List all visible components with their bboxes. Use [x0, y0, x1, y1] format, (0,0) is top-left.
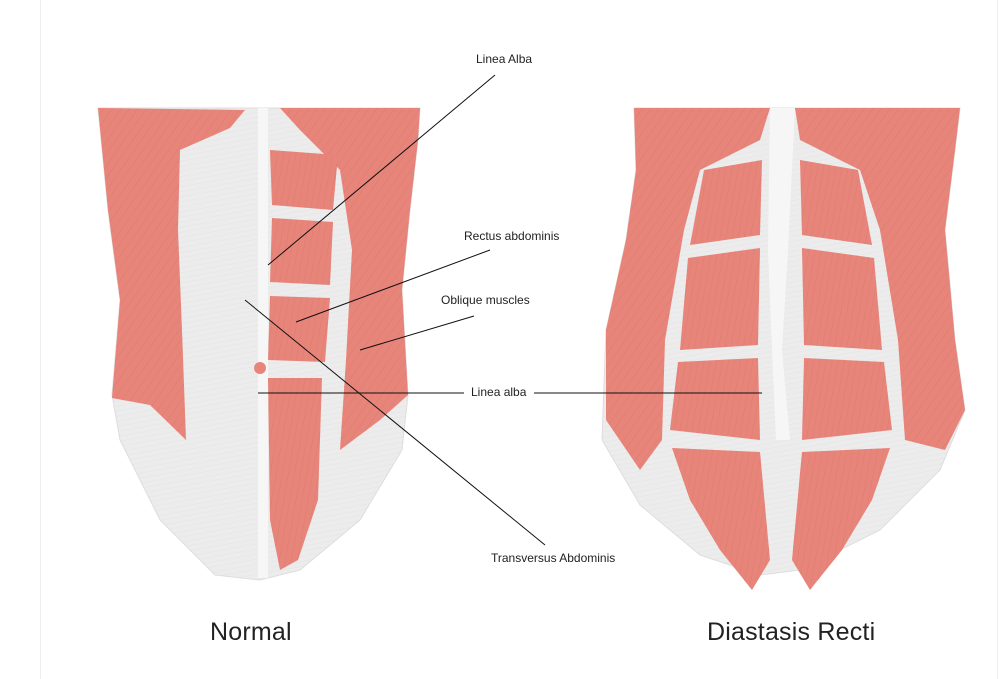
label-linea-alba-mid: Linea alba — [471, 385, 527, 399]
label-linea-alba-top: Linea Alba — [476, 52, 533, 66]
leader-linea-alba-top — [267, 74, 496, 266]
caption-normal: Normal — [210, 618, 292, 646]
leader-oblique-muscles — [359, 315, 475, 351]
leader-transversus-abdominis — [244, 299, 546, 546]
diastasis-linea-alba — [768, 108, 795, 440]
normal-torso — [97, 107, 421, 581]
label-transversus-abdominis: Transversus Abdominis — [491, 551, 616, 565]
label-oblique-muscles: Oblique muscles — [441, 293, 530, 307]
normal-rectus-abdominis — [268, 150, 338, 570]
diastasis-rectus-left — [670, 160, 770, 590]
diastasis-rectus-right — [792, 160, 892, 590]
caption-diastasis-recti: Diastasis Recti — [707, 618, 876, 646]
diastasis-torso — [601, 107, 966, 590]
normal-navel — [254, 362, 266, 374]
label-rectus-abdominis: Rectus abdominis — [464, 229, 560, 243]
leader-rectus-abdominis — [295, 249, 491, 323]
leader-lines — [244, 74, 762, 546]
normal-linea-alba — [258, 108, 268, 578]
